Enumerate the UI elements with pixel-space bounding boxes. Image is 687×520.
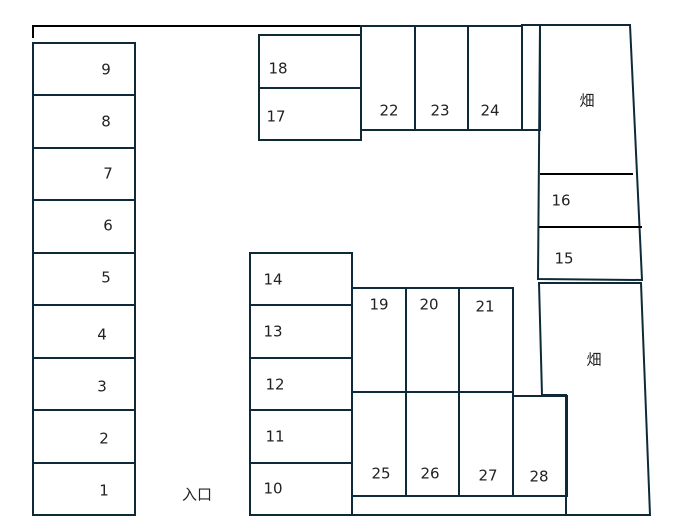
upper-right-area: 畑 16 15 <box>536 24 644 282</box>
top-boundary-line <box>32 25 360 38</box>
space-23: 23 <box>430 102 449 120</box>
space-8: 8 <box>101 113 111 131</box>
left-column-outline <box>32 42 136 516</box>
space-7: 7 <box>103 165 113 183</box>
space-2: 2 <box>99 430 109 448</box>
space-27: 27 <box>478 467 497 485</box>
middle-column-spaces: 14 13 12 11 10 <box>249 252 353 516</box>
space-1: 1 <box>99 482 109 500</box>
space-28: 28 <box>529 468 548 486</box>
field-upper <box>536 24 644 282</box>
center-block-spaces: 19 20 21 25 26 27 28 <box>351 287 568 516</box>
space-25: 25 <box>371 465 390 483</box>
space-20: 20 <box>419 296 438 314</box>
space-4: 4 <box>97 326 107 344</box>
space-15: 15 <box>554 250 573 268</box>
space-12: 12 <box>265 376 284 394</box>
space-21: 21 <box>475 298 494 316</box>
space-16: 16 <box>551 192 570 210</box>
space-13: 13 <box>263 323 282 341</box>
left-column-spaces: 9 8 7 6 5 4 3 2 1 <box>32 42 136 516</box>
space-22: 22 <box>379 102 398 120</box>
field-label-upper: 畑 <box>579 92 594 110</box>
space-3: 3 <box>97 378 107 396</box>
space-11: 11 <box>265 428 284 446</box>
space-18: 18 <box>268 60 287 78</box>
space-5: 5 <box>101 269 111 287</box>
space-26: 26 <box>420 465 439 483</box>
space-6: 6 <box>103 217 113 235</box>
entrance-label: 入口 <box>182 486 212 504</box>
space-10: 10 <box>263 480 282 498</box>
field-label-lower: 畑 <box>586 351 601 369</box>
space-14: 14 <box>263 271 282 289</box>
space-24: 24 <box>480 102 499 120</box>
field-lower <box>537 282 652 516</box>
space-17: 17 <box>266 108 285 126</box>
space-19: 19 <box>369 296 388 314</box>
spaces-17-18: 18 17 <box>258 34 362 141</box>
spaces-22-24: 22 23 24 <box>360 24 541 131</box>
space-9: 9 <box>101 61 111 79</box>
